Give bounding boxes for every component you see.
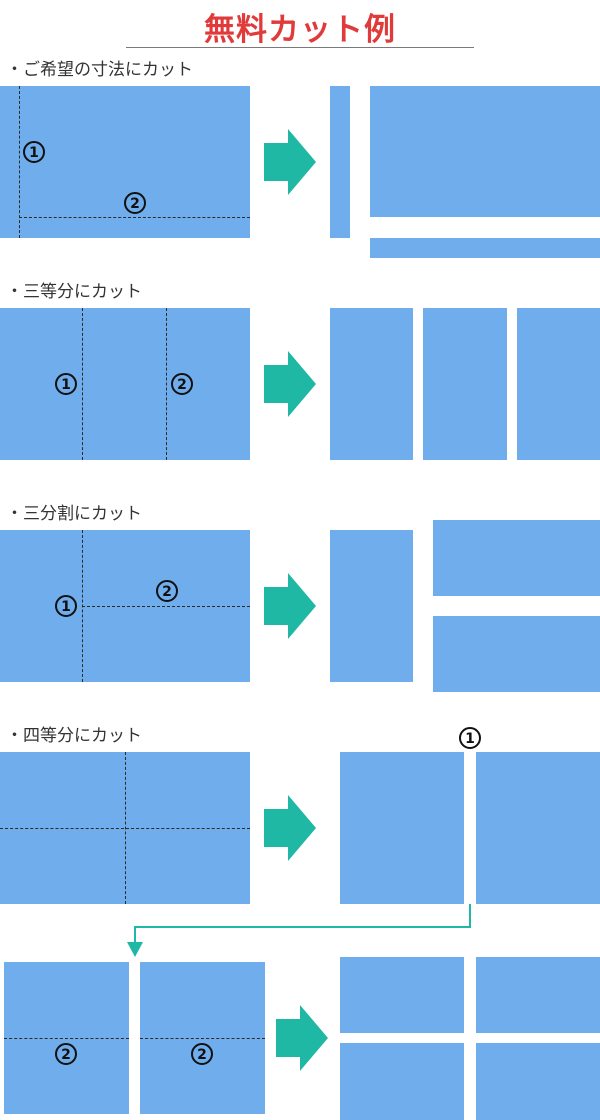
result-piece-2 <box>423 308 507 460</box>
cut-marker-2: 2 <box>171 373 193 395</box>
cut-marker-2: 2 <box>156 580 178 602</box>
cut-line-2 <box>82 606 250 607</box>
arrow-right-icon <box>276 1005 328 1071</box>
section-heading-custom: ・ご希望の寸法にカット <box>6 60 193 80</box>
result-bottom-right-piece <box>433 616 600 692</box>
arrow-right-icon <box>264 129 316 195</box>
cut-line-2 <box>166 308 167 460</box>
cut-marker-2: 2 <box>124 192 146 214</box>
final-piece-bottom-right <box>476 1043 600 1120</box>
result-top-right-piece <box>433 520 600 596</box>
cut-marker-1: 1 <box>459 727 481 749</box>
section-heading-split: ・三分割にカット <box>6 504 142 524</box>
result-piece-1 <box>330 308 413 460</box>
cut-line-horizontal <box>0 828 250 829</box>
final-piece-top-right <box>476 957 600 1033</box>
title-underline <box>126 47 474 48</box>
cut-marker-2: 2 <box>191 1043 213 1065</box>
cut-marker-1: 1 <box>55 373 77 395</box>
result-left-piece <box>330 530 413 682</box>
step1-left-half <box>340 752 464 904</box>
section-heading-thirds: ・三等分にカット <box>6 282 142 302</box>
result-main-piece <box>370 86 600 217</box>
cut-marker-1: 1 <box>23 141 45 163</box>
connector-line <box>134 904 471 943</box>
arrow-down-icon <box>127 942 143 957</box>
cut-line-2-left <box>4 1038 129 1039</box>
result-piece-3 <box>517 308 600 460</box>
final-piece-bottom-left <box>340 1043 464 1120</box>
section-heading-quarters: ・四等分にカット <box>6 726 142 746</box>
result-strip <box>330 86 350 238</box>
cut-marker-1: 1 <box>55 595 77 617</box>
source-sheet-thirds <box>0 308 250 460</box>
cut-line-2-right <box>140 1038 265 1039</box>
step1-right-half <box>476 752 600 904</box>
final-piece-top-left <box>340 957 464 1033</box>
cut-line-1 <box>19 86 20 238</box>
cut-line-2 <box>19 217 250 218</box>
result-bottom-strip <box>370 238 600 258</box>
cut-line-1 <box>82 308 83 460</box>
source-sheet-custom <box>0 86 250 238</box>
cut-marker-2: 2 <box>55 1043 77 1065</box>
page-title: 無料カット例 <box>204 12 396 48</box>
arrow-right-icon <box>264 351 316 417</box>
arrow-right-icon <box>264 573 316 639</box>
arrow-right-icon <box>264 795 316 861</box>
